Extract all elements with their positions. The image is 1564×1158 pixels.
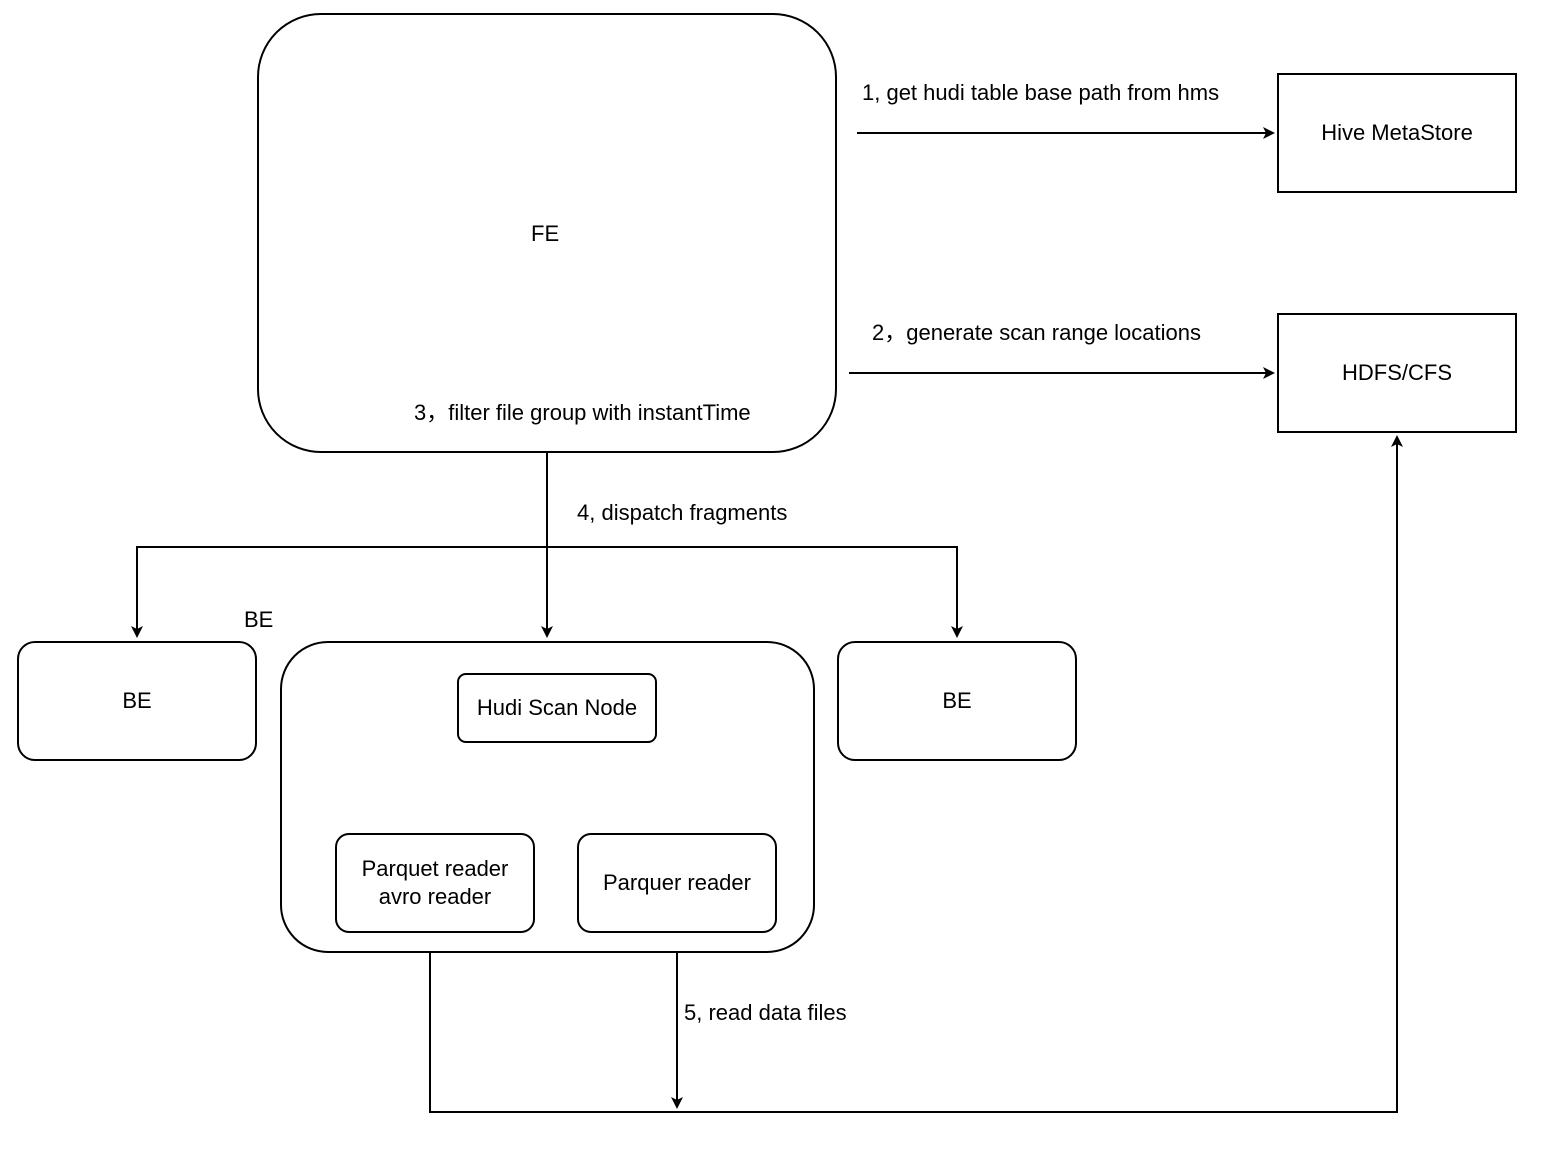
hdfs-cfs-label: HDFS/CFS (1342, 360, 1452, 385)
be-group-label: BE (244, 607, 274, 632)
hive-metastore-label: Hive MetaStore (1321, 120, 1473, 145)
edge-fe-to-be-left (131, 546, 547, 638)
edge-fe-to-be-right (547, 546, 963, 638)
be-right-label: BE (942, 688, 972, 713)
step3-label: 3，filter file group with instantTime (414, 400, 751, 425)
step4-label: 4, dispatch fragments (577, 500, 788, 525)
hudi-scan-node: Hudi Scan Node (457, 673, 657, 743)
reader-right-label: Parquer reader (603, 870, 751, 895)
step2-label: 2，generate scan range locations (872, 320, 1201, 345)
reader-right-node: Parquer reader (577, 833, 777, 933)
hudi-scan-node-label: Hudi Scan Node (476, 695, 638, 720)
hdfs-cfs-node: HDFS/CFS (1277, 313, 1517, 433)
be-right-node: BE (837, 641, 1077, 761)
step1-label: 1, get hudi table base path from hms (862, 80, 1220, 105)
hive-metastore-node: Hive MetaStore (1277, 73, 1517, 193)
reader-left-line2: avro reader (378, 884, 492, 909)
be-left-label: BE (122, 688, 152, 713)
reader-left-node: Parquet reader avro reader (335, 833, 535, 933)
reader-left-line1: Parquet reader (361, 856, 509, 881)
step5-label: 5, read data files (684, 1000, 847, 1025)
fe-label: FE (531, 221, 560, 246)
be-left-node: BE (17, 641, 257, 761)
fe-node: FE (257, 13, 837, 453)
edge-reader-left-to-hdfs (429, 435, 1403, 1113)
